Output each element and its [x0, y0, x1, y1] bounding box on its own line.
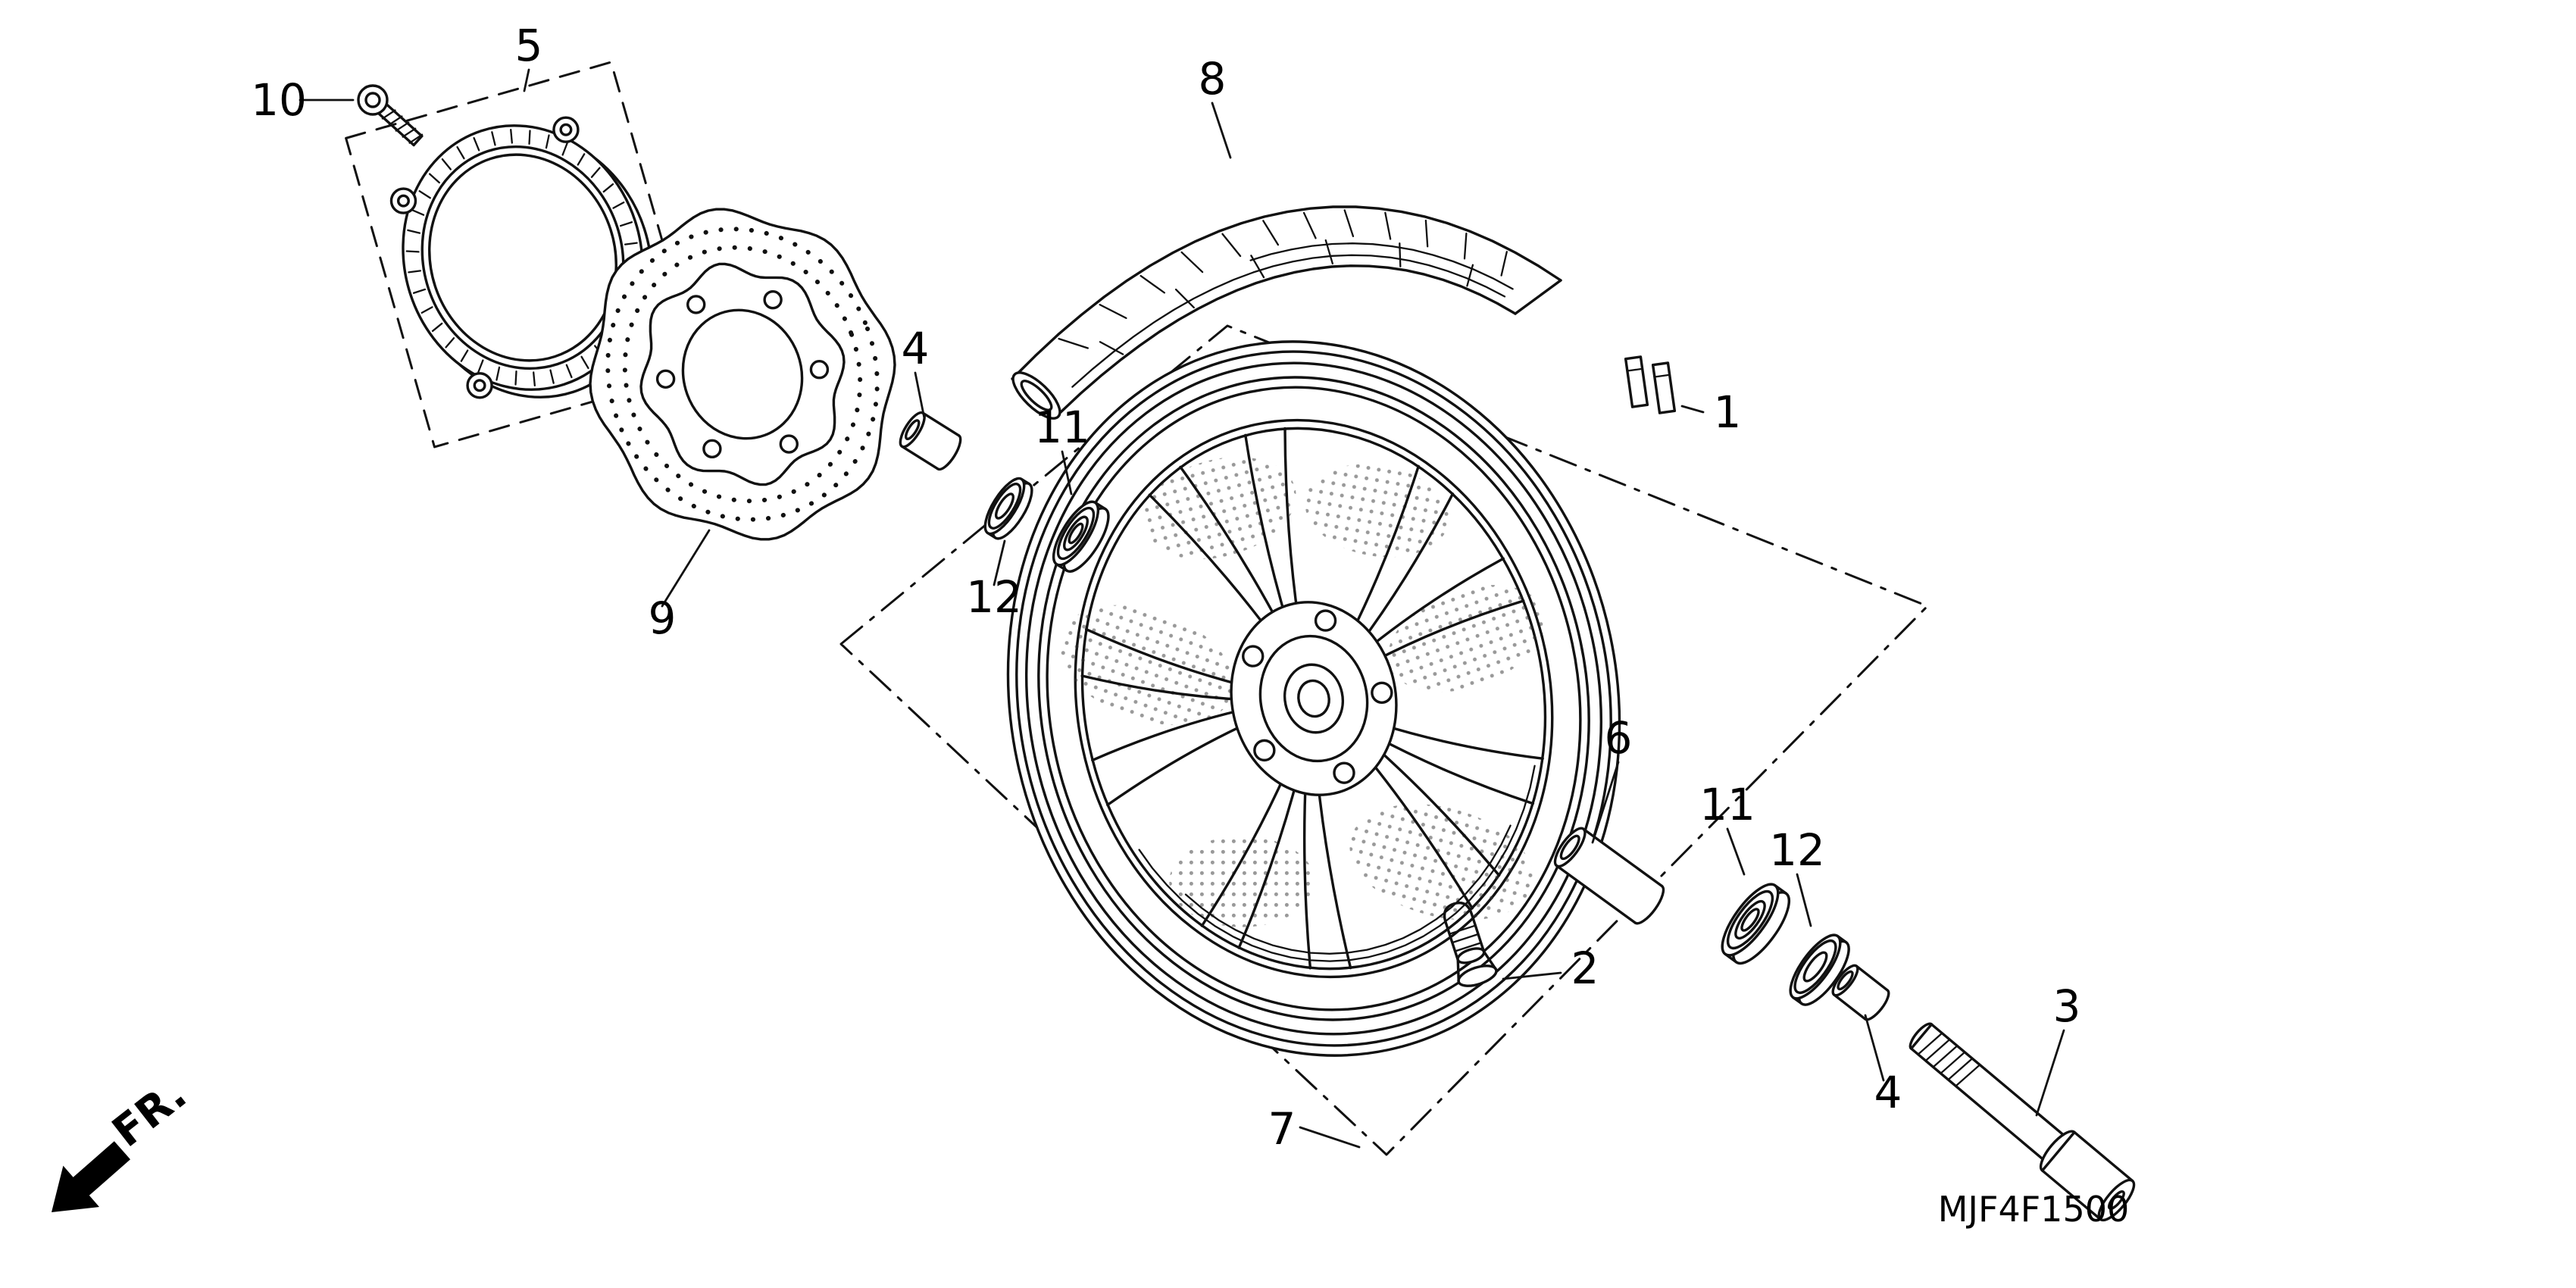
part-2-rim-valve [1443, 901, 1498, 987]
part-4-collar-left [899, 411, 962, 471]
callout-8: 8 [1199, 53, 1227, 105]
front-arrow-icon [52, 1141, 130, 1212]
callout-4-right: 4 [1874, 1067, 1902, 1118]
callout-4-left: 4 [902, 323, 930, 374]
front-marker-label: FR. [104, 1070, 196, 1157]
part-9-brake-disc [589, 208, 896, 541]
callout-2: 2 [1571, 943, 1599, 994]
callout-12-right: 12 [1769, 824, 1825, 876]
part-7-front-wheel [1006, 340, 1621, 1057]
callout-numbers: 10 5 8 4 11 12 9 1 6 11 12 2 3 4 7 [251, 20, 2080, 1155]
callout-1: 1 [1714, 386, 1742, 438]
part-12-dust-seal-right [1789, 933, 1850, 1006]
part-10-bolt [357, 84, 424, 147]
part-11-bearing-left [1052, 500, 1110, 573]
callout-3: 3 [2053, 980, 2081, 1032]
part-1-clips [1624, 355, 1677, 414]
callout-9: 9 [649, 592, 677, 644]
front-direction-marker: FR. [52, 1070, 195, 1212]
callout-11-left: 11 [1034, 402, 1090, 453]
part-12-dust-seal-left [983, 477, 1033, 540]
diagram-code: MJF4F1500 [1938, 1189, 2130, 1230]
callout-5: 5 [515, 20, 543, 71]
callout-7: 7 [1268, 1103, 1296, 1155]
part-3-front-axle [1909, 1022, 2136, 1222]
callout-11-right: 11 [1699, 779, 1755, 830]
part-4-collar-right [1831, 964, 1890, 1021]
leader-lines [299, 68, 2065, 1149]
callout-10: 10 [251, 74, 307, 126]
callout-6: 6 [1605, 712, 1633, 764]
part-8-tire [1011, 205, 1562, 420]
part-11-bearing-right [1721, 883, 1790, 965]
part-6-side-collar [1553, 827, 1665, 925]
callout-12-left: 12 [966, 571, 1022, 623]
